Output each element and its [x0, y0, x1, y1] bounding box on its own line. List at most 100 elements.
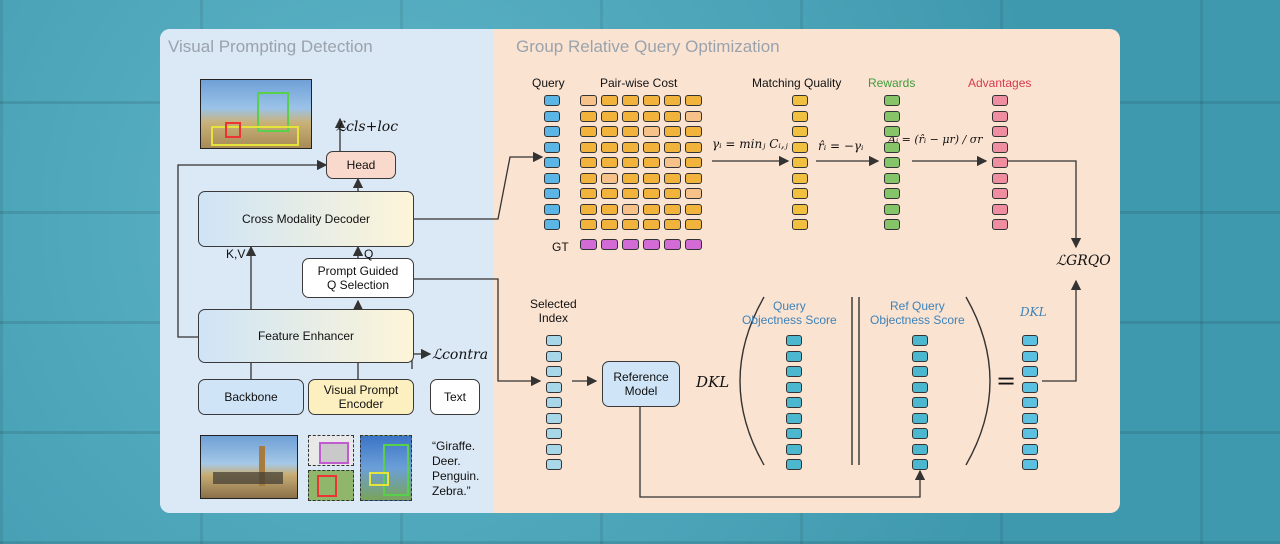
- loss-grqo: ℒGRQO: [1056, 253, 1111, 269]
- gt-cell: [601, 239, 618, 250]
- backbone-block: Backbone: [198, 379, 304, 415]
- cost-cell: [664, 126, 681, 137]
- head-block: Head: [326, 151, 396, 179]
- cost-cell: [580, 203, 597, 215]
- matching-quality-cell: [792, 110, 808, 122]
- cost-cell: [664, 110, 681, 122]
- cost-cell: [664, 141, 681, 153]
- cost-cell: [601, 219, 618, 230]
- gt-cell: [643, 239, 660, 250]
- q-label: Q: [364, 247, 374, 261]
- query-cell: [544, 110, 560, 122]
- reward-cell: [884, 110, 900, 122]
- gt-cell: [664, 239, 681, 250]
- cost-cell: [601, 188, 618, 199]
- diagram-card: Visual Prompting Detection Group Relativ…: [160, 29, 1120, 513]
- query-header: Query: [532, 76, 565, 90]
- dkl-cell: [1022, 381, 1038, 393]
- selected-index-cell: [546, 335, 562, 346]
- reward-cell: [884, 219, 900, 230]
- detection-output-image: [200, 79, 312, 149]
- cost-cell: [580, 157, 597, 168]
- cost-cell: [580, 110, 597, 122]
- reward-cell: [884, 126, 900, 137]
- cost-cell: [664, 157, 681, 168]
- gt-cell: [622, 239, 639, 250]
- matching-quality-header: Matching Quality: [752, 76, 842, 90]
- cost-cell: [580, 126, 597, 137]
- cost-cell: [580, 188, 597, 199]
- reward-cell: [884, 157, 900, 168]
- cost-cell: [685, 110, 702, 122]
- reward-formula: r̂ᵢ = −γᵢ: [818, 139, 864, 153]
- matching-quality-cell: [792, 219, 808, 230]
- gt-label: GT: [552, 240, 569, 254]
- cost-cell: [622, 188, 639, 199]
- selected-index-cell: [546, 459, 562, 470]
- advantage-cell: [992, 141, 1008, 153]
- advantage-formula: Âᵢ = (r̂ᵢ − μr) / σr: [888, 133, 983, 146]
- visual-prompt-thumb-1: [308, 435, 354, 466]
- cost-cell: [622, 219, 639, 230]
- cost-cell: [643, 203, 660, 215]
- reward-cell: [884, 141, 900, 153]
- text-prompt: “Giraffe. Deer. Penguin. Zebra.”: [432, 439, 480, 498]
- dkl-cell: [1022, 443, 1038, 455]
- rewards-header: Rewards: [868, 76, 916, 90]
- cost-cell: [622, 141, 639, 153]
- ref-objectness-cell: [912, 397, 928, 408]
- matching-quality-cell: [792, 157, 808, 168]
- query-objectness-cell: [786, 350, 802, 362]
- selected-index-cell: [546, 350, 562, 362]
- reward-cell: [884, 95, 900, 106]
- loss-contra: ℒcontra: [432, 347, 489, 363]
- cost-cell: [622, 157, 639, 168]
- cost-cell: [643, 219, 660, 230]
- dkl-cell: [1022, 335, 1038, 346]
- cost-cell: [685, 157, 702, 168]
- cost-cell: [643, 157, 660, 168]
- cost-cell: [664, 203, 681, 215]
- cost-cell: [664, 95, 681, 106]
- selected-index-cell: [546, 428, 562, 439]
- cost-cell: [643, 141, 660, 153]
- visual-prompt-thumb-2: [308, 470, 354, 501]
- matching-quality-cell: [792, 126, 808, 137]
- dkl-cell: [1022, 350, 1038, 362]
- ref-objectness-cell: [912, 381, 928, 393]
- query-cell: [544, 219, 560, 230]
- query-objectness-cell: [786, 397, 802, 408]
- query-cell: [544, 188, 560, 199]
- selected-index-cell: [546, 366, 562, 377]
- advantage-cell: [992, 126, 1008, 137]
- dkl-cell: [1022, 459, 1038, 470]
- cost-cell: [580, 172, 597, 184]
- query-objectness-cell: [786, 335, 802, 346]
- gt-cell: [580, 239, 597, 250]
- gt-cell: [685, 239, 702, 250]
- kv-label: K,V: [226, 247, 246, 261]
- selected-index-cell: [546, 412, 562, 424]
- cost-cell: [685, 172, 702, 184]
- cross-modality-decoder-block: Cross Modality Decoder: [198, 191, 414, 247]
- advantage-cell: [992, 219, 1008, 230]
- cost-cell: [622, 126, 639, 137]
- cost-cell: [580, 219, 597, 230]
- equals-sign: =: [996, 367, 1017, 395]
- query-objectness-cell: [786, 381, 802, 393]
- ref-objectness-cell: [912, 412, 928, 424]
- cost-cell: [601, 141, 618, 153]
- ref-objectness-cell: [912, 443, 928, 455]
- ref-objectness-cell: [912, 459, 928, 470]
- dkl-small-label: DKL: [1020, 305, 1047, 319]
- selected-index-cell: [546, 381, 562, 393]
- advantage-cell: [992, 95, 1008, 106]
- query-objectness-cell: [786, 412, 802, 424]
- advantage-cell: [992, 157, 1008, 168]
- selected-index-cell: [546, 397, 562, 408]
